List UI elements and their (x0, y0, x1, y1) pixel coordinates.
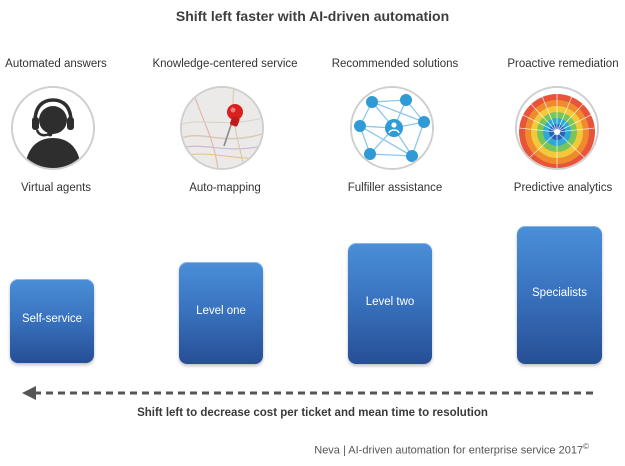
tier-self-service: Self-service (10, 279, 94, 363)
column-bottom-label: Virtual agents (20, 182, 92, 194)
tier-specialists: Specialists (517, 226, 602, 364)
credit-line: Neva | AI-driven automation for enterpri… (314, 442, 589, 457)
column-specialists: Proactive remediation (485, 0, 625, 205)
tier-label: Level two (365, 295, 415, 308)
tier-label: Level one (196, 305, 246, 317)
column-bottom-label: Predictive analytics (513, 182, 613, 194)
column-top-label: Automated answers (5, 58, 107, 70)
column-top-label: Proactive remediation (507, 58, 619, 70)
column-level-one: Knowledge-centered service Auto-mapping (147, 0, 303, 205)
column-self-service: Automated answers Virtual agents (0, 0, 134, 205)
network-nodes-icon (350, 86, 434, 170)
tier-level-one: Level one (179, 262, 263, 364)
column-bottom-label: Fulfiller assistance (347, 182, 443, 194)
shift-left-arrow-icon (22, 386, 594, 400)
column-level-two: Recommended solutions (317, 0, 473, 205)
tier-label: Self-service (21, 313, 83, 325)
column-top-label: Recommended solutions (331, 58, 459, 70)
column-bottom-label: Auto-mapping (189, 182, 261, 194)
column-top-label: Knowledge-centered service (152, 58, 298, 70)
map-pin-icon (180, 86, 264, 170)
radial-analytics-icon (515, 86, 599, 170)
tier-label: Specialists (532, 287, 587, 299)
tier-level-two: Level two (348, 243, 432, 364)
headset-agent-icon (11, 86, 95, 170)
page-title: Shift left faster with AI-driven automat… (175, 8, 450, 24)
credit-text: Neva | AI-driven automation for enterpri… (314, 444, 584, 457)
copyright-mark: © (583, 442, 589, 451)
shift-left-caption: Shift left to decrease cost per ticket a… (137, 407, 488, 419)
